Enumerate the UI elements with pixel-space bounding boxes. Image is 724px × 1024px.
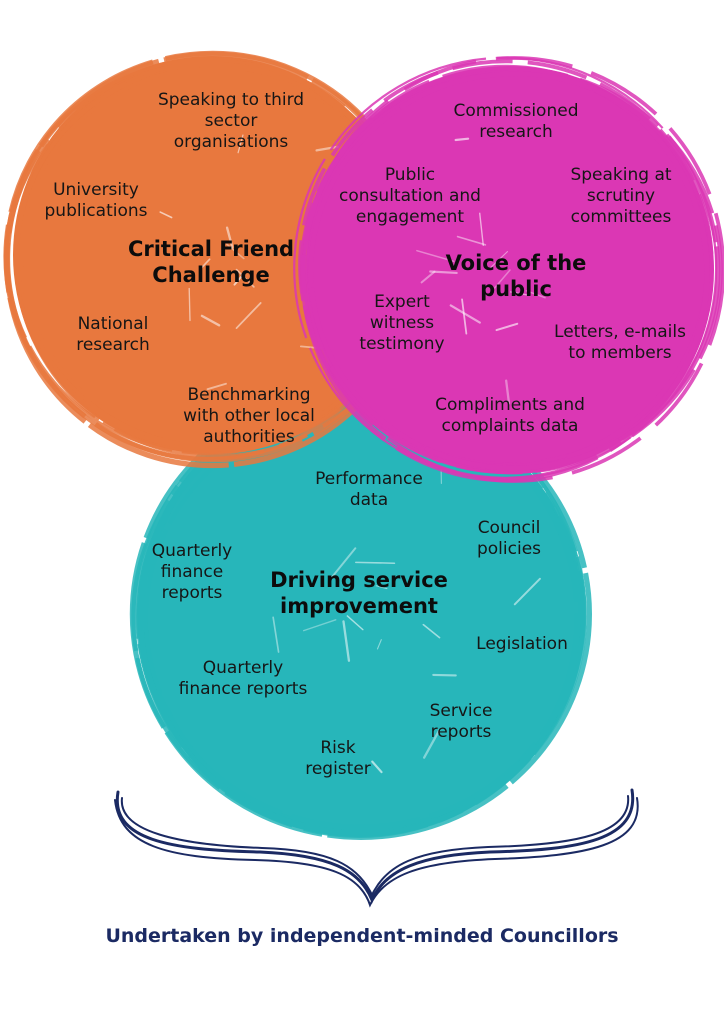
voice-of-public-streak — [489, 251, 508, 269]
driving-service-streak — [513, 577, 541, 606]
driving-service-streak — [371, 760, 383, 774]
voice-of-public-streak — [461, 298, 468, 335]
voice-of-public-streak — [525, 290, 546, 299]
voice-of-public-fill — [306, 66, 714, 474]
critical-friend-fill — [13, 56, 411, 454]
voice-of-public-streak — [420, 270, 436, 284]
critical-friend-streak — [233, 273, 245, 286]
critical-friend-streak — [206, 382, 227, 391]
voice-of-public-streak — [495, 322, 519, 332]
voice-of-public-streak — [429, 270, 458, 275]
brace-stroke — [114, 797, 639, 908]
brace-icon — [114, 788, 639, 908]
voice-of-public-circle — [293, 56, 724, 483]
voice-of-public-streak — [493, 269, 511, 289]
driving-service-streak — [346, 615, 364, 631]
voice-of-public-streak — [456, 235, 487, 246]
critical-friend-streak — [159, 211, 173, 219]
critical-friend-streak — [200, 258, 211, 269]
driving-service-streak — [375, 585, 388, 590]
voice-of-public-stroke — [308, 71, 721, 471]
critical-friend-streak — [235, 302, 262, 329]
voice-of-public-streak — [479, 212, 484, 246]
driving-service-streak — [376, 639, 382, 650]
voice-of-public-streak — [416, 249, 455, 263]
footer-caption: Undertaken by independent-minded Council… — [105, 925, 619, 947]
driving-service-streak — [422, 623, 441, 639]
driving-service-streak — [355, 561, 396, 564]
driving-service-streak — [302, 619, 337, 632]
critical-friend-streak — [237, 134, 244, 154]
driving-service-streak — [330, 547, 357, 579]
voice-of-public-streak — [449, 304, 481, 324]
critical-friend-streak — [225, 226, 234, 249]
driving-service-streak — [423, 729, 441, 759]
driving-service-streak — [432, 673, 457, 677]
driving-service-streak — [272, 616, 280, 653]
critical-friend-streak — [315, 145, 339, 152]
voice-of-public-streak — [454, 137, 470, 142]
driving-service-fill — [138, 393, 582, 837]
critical-friend-streak — [226, 243, 245, 260]
critical-friend-streak — [200, 314, 221, 327]
critical-friend-streak — [235, 268, 255, 288]
driving-service-streak — [342, 620, 351, 662]
critical-friend-streak — [188, 287, 191, 322]
brace-stroke — [120, 795, 630, 898]
item-legislation: Legislation — [476, 634, 568, 654]
voice-of-public-streak — [505, 379, 511, 405]
voice-of-public-streak — [509, 291, 531, 297]
